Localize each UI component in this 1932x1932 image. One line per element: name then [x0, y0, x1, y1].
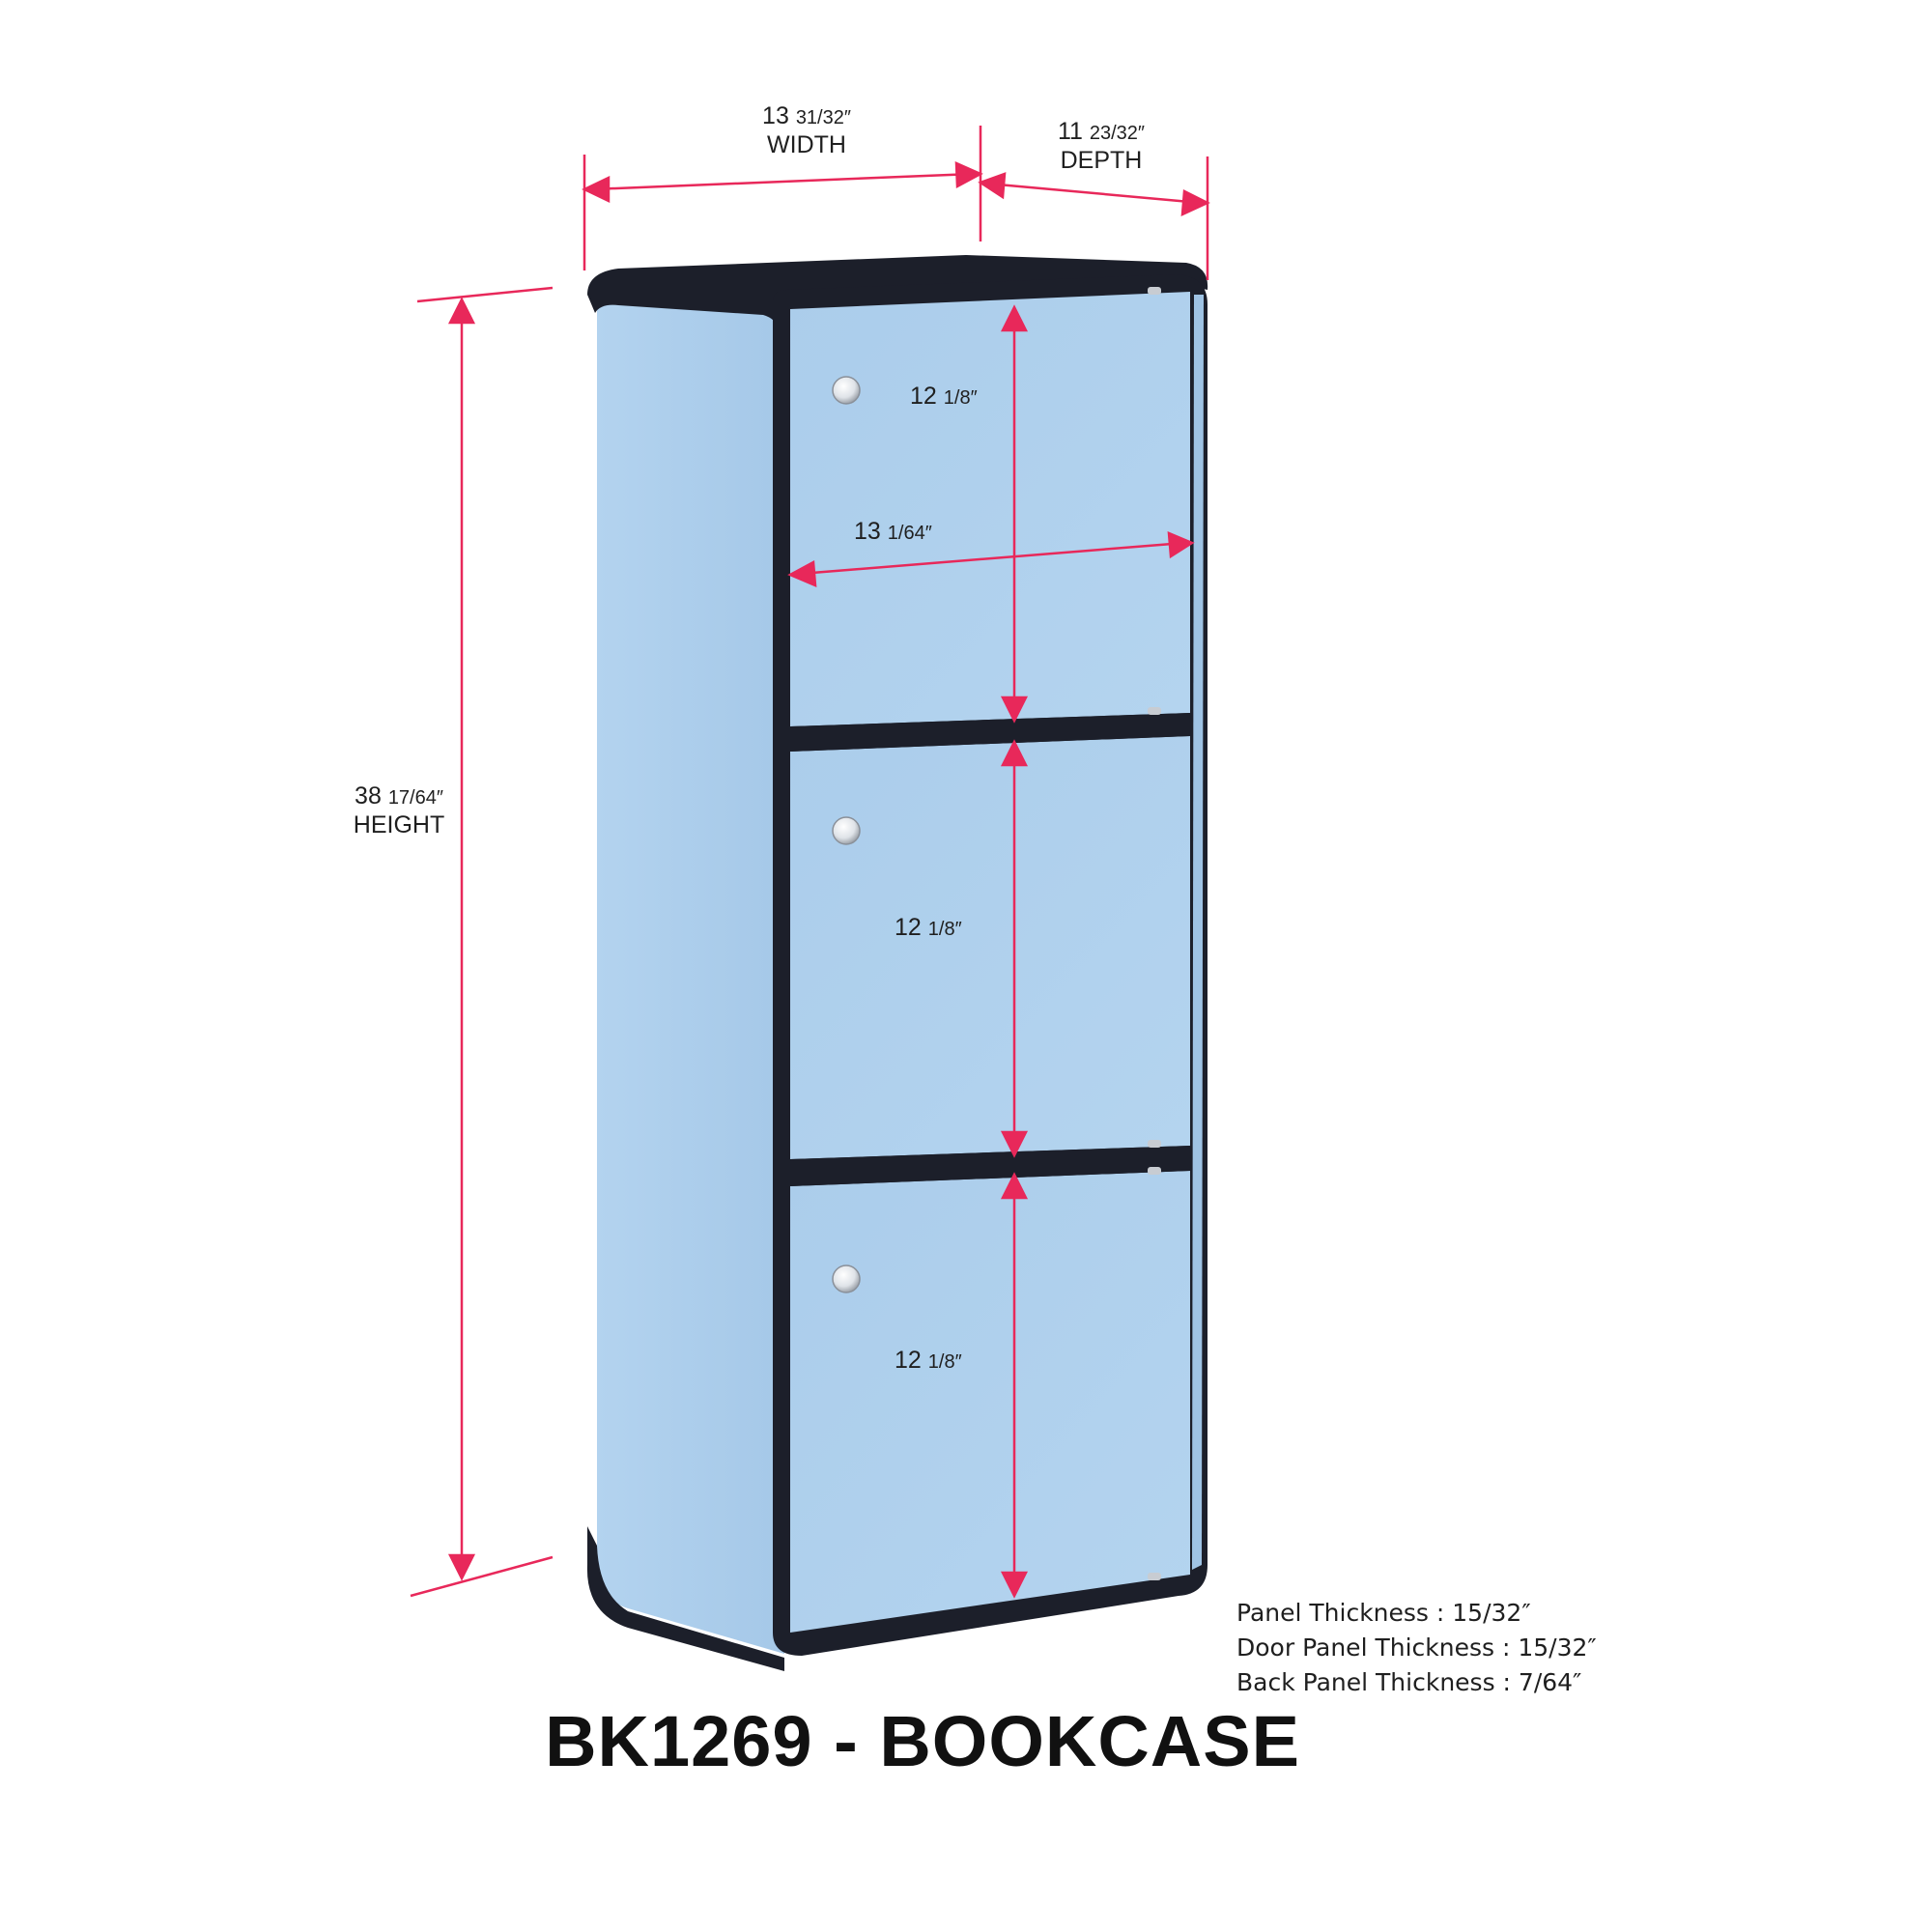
inner-width-dimension-line: [799, 541, 1185, 576]
width-label: 13 31/32″ WIDTH: [710, 102, 903, 158]
compartment-3-height-label: 12 1/8″: [895, 1347, 962, 1376]
inner-width-fraction: 1/64″: [887, 523, 932, 544]
thickness-notes: Panel Thickness : 15/32″ Door Panel Thic…: [1236, 1596, 1597, 1700]
hinge: [1148, 1167, 1161, 1175]
compartment-1-height-label: 12 1/8″: [910, 383, 978, 412]
depth-value: 11: [1057, 118, 1083, 145]
hinge: [1148, 287, 1161, 295]
arrow-head-icon: [1000, 1130, 1029, 1158]
depth-dimension-line: [986, 182, 1202, 205]
compartment-3-fraction: 1/8″: [927, 1351, 962, 1373]
door-panel-middle: [790, 736, 1190, 1159]
arrow-head-icon: [1000, 1571, 1029, 1599]
hinge: [1148, 1140, 1161, 1148]
product-title: BK1269 - BOOKCASE: [545, 1701, 1300, 1781]
frame-right-strip: [1192, 295, 1204, 1570]
width-dimension-line: [590, 172, 975, 191]
depth-fraction: 23/32″: [1089, 123, 1146, 144]
compartment-2-height-label: 12 1/8″: [895, 914, 962, 943]
arrow-head-icon: [1000, 1172, 1029, 1200]
width-fraction: 31/32″: [795, 107, 851, 128]
width-caption: WIDTH: [767, 131, 846, 158]
frame-bottom-edge: [586, 1526, 784, 1671]
door-panel-bottom: [790, 1171, 1190, 1633]
extension-line: [416, 286, 554, 303]
arrow-head-icon: [1180, 189, 1210, 217]
arrow-head-icon: [447, 297, 476, 325]
frame-top-edge: [587, 255, 1208, 330]
compartment-1-fraction: 1/8″: [943, 387, 978, 409]
extension-line: [410, 1555, 554, 1598]
height-caption: HEIGHT: [353, 811, 445, 838]
arrow-head-icon: [1000, 304, 1029, 332]
hinge: [1148, 707, 1161, 715]
knob-icon: [832, 1264, 861, 1293]
shelf-divider-2: [790, 1146, 1190, 1186]
arrow-head-icon: [447, 1553, 476, 1581]
width-value: 13: [762, 102, 789, 129]
arrow-head-icon: [978, 172, 1007, 200]
door-panel-thickness-note: Door Panel Thickness : 15/32″: [1236, 1634, 1597, 1662]
arrow-head-icon: [1167, 531, 1195, 559]
hinge: [1148, 1573, 1161, 1580]
height-label: 38 17/64″ HEIGHT: [307, 782, 491, 838]
depth-caption: DEPTH: [1060, 147, 1143, 174]
arrow-head-icon: [954, 161, 983, 189]
compartment-3-value: 12: [895, 1347, 922, 1374]
inner-width-value: 13: [854, 518, 881, 545]
inner-width-label: 13 1/64″: [854, 518, 932, 547]
compartment-2-fraction: 1/8″: [927, 919, 962, 940]
panel-thickness-note: Panel Thickness : 15/32″: [1236, 1599, 1531, 1627]
arrow-head-icon: [1000, 739, 1029, 767]
knob-icon: [832, 816, 861, 845]
arrow-head-icon: [1000, 696, 1029, 724]
shelf-divider-1: [790, 713, 1190, 752]
depth-label: 11 23/32″ DEPTH: [1005, 118, 1198, 174]
arrow-head-icon: [582, 176, 611, 203]
height-value: 38: [355, 782, 382, 810]
back-panel-thickness-note: Back Panel Thickness : 7/64″: [1236, 1668, 1582, 1696]
knob-icon: [832, 376, 861, 405]
arrow-head-icon: [787, 559, 817, 587]
compartment-1-value: 12: [910, 383, 937, 410]
door-panel-top: [790, 292, 1190, 726]
height-fraction: 17/64″: [387, 787, 443, 809]
side-panel: [597, 270, 784, 1654]
compartment-2-value: 12: [895, 914, 922, 941]
